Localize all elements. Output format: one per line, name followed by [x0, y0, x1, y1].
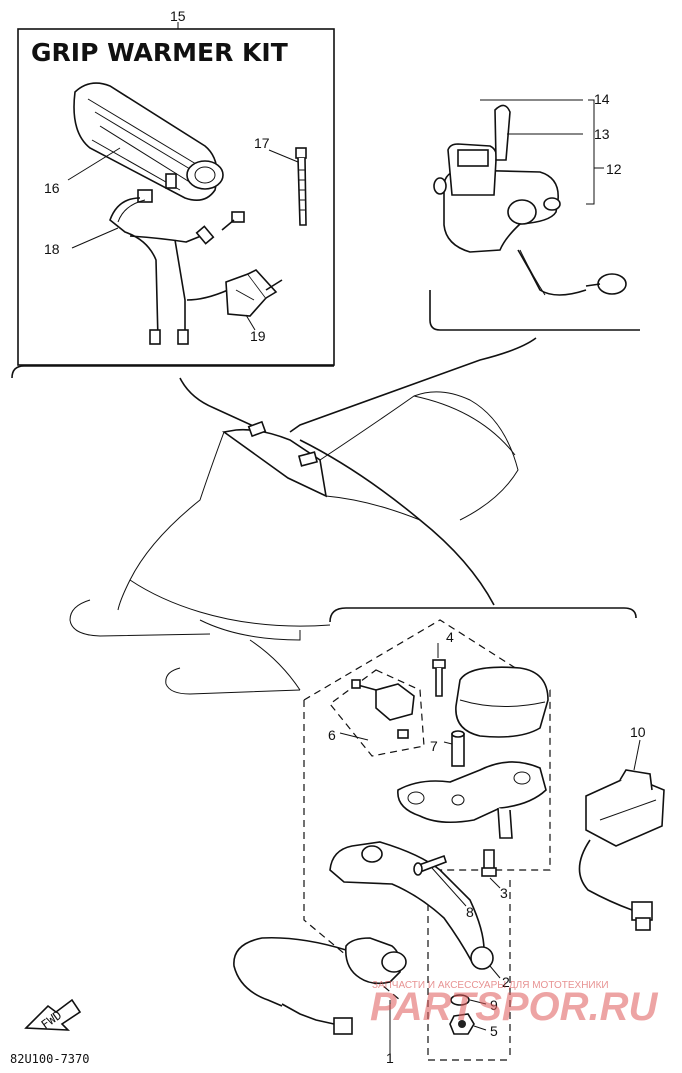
- screw-8: [413, 854, 448, 876]
- cable-tie: [295, 147, 307, 226]
- part-13-label: 13: [594, 126, 610, 142]
- brake-lever: [329, 841, 494, 970]
- part-17-label: 17: [254, 135, 270, 151]
- part-16-label: 16: [44, 180, 60, 196]
- kit-title: GRIP WARMER KIT: [31, 38, 288, 67]
- bolt-3: [481, 849, 497, 877]
- part-6-label: 6: [328, 727, 336, 743]
- nut-5: [449, 1013, 475, 1035]
- part-10-label: 10: [630, 724, 646, 740]
- grip-warmer-switch: [225, 269, 283, 317]
- part-4-label: 4: [446, 629, 454, 645]
- watermark-tagline: ЗАПЧАСТИ И АКСЕССУАРЫ ДЛЯ МОТОТЕХНИКИ: [372, 980, 609, 991]
- screw-4: [432, 659, 446, 697]
- throttle-housing-group: 14 13 12: [429, 91, 640, 331]
- collar-7: [451, 730, 465, 767]
- lever-bracket: [397, 761, 547, 839]
- part-14-label: 14: [594, 91, 610, 107]
- watermark: PARTSPOR.RU ЗАПЧАСТИ И АКСЕССУАРЫ ДЛЯ МО…: [370, 980, 659, 1029]
- housing-cover: [455, 666, 549, 738]
- part-1-label: 1: [386, 1050, 394, 1066]
- diagram-code: 82U100-7370: [10, 1052, 89, 1066]
- kit-ref-label: 15: [170, 8, 186, 24]
- throttle-housing: [433, 104, 627, 296]
- snowmobile-outline: [69, 391, 519, 695]
- part-3-label: 3: [500, 885, 508, 901]
- wire-harness: [109, 189, 245, 345]
- part-18-label: 18: [44, 241, 60, 257]
- connector-10: [578, 769, 665, 931]
- forward-arrow-icon: FWD: [24, 998, 82, 1032]
- heated-grip: [73, 82, 224, 201]
- part-8-label: 8: [466, 904, 474, 920]
- watermark-brand: PARTSPOR.RU: [370, 985, 659, 1029]
- brake-switch-1: [233, 936, 407, 1035]
- part-5-label: 5: [490, 1023, 498, 1039]
- part-7-label: 7: [430, 738, 438, 754]
- grip-warmer-kit-box: 15 GRIP WARMER KIT 16 17: [11, 8, 335, 379]
- part-9-label: 9: [490, 997, 498, 1013]
- stopper-block-6: [351, 679, 415, 739]
- washer-9: [450, 994, 470, 1006]
- part-2-label: 2: [502, 974, 510, 990]
- part-12-label: 12: [606, 161, 622, 177]
- part-19-label: 19: [250, 328, 266, 344]
